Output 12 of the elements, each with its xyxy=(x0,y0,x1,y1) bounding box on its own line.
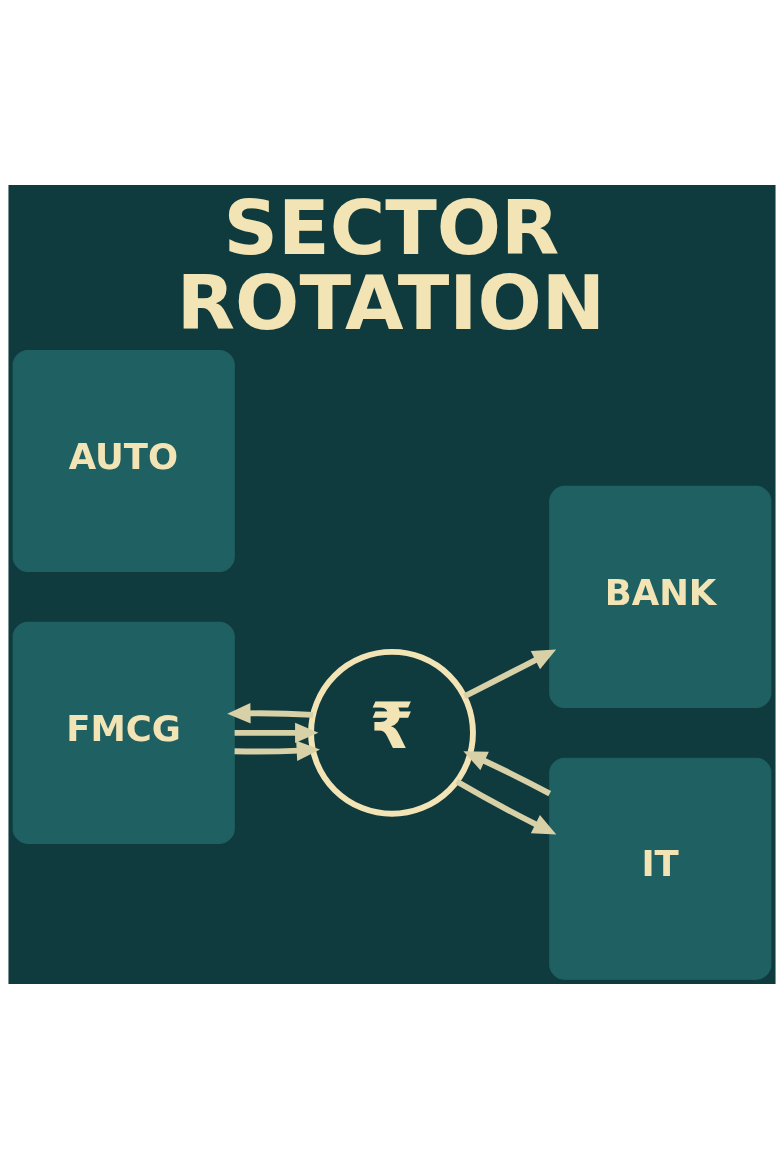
node-box: IT xyxy=(549,757,772,980)
arrow xyxy=(455,778,557,834)
arrow xyxy=(227,702,314,724)
arrow xyxy=(463,649,557,699)
arrow xyxy=(463,750,552,796)
node-box: AUTO xyxy=(12,349,235,572)
node-box: FMCG xyxy=(12,621,235,844)
arrow xyxy=(234,722,319,743)
arrow xyxy=(234,740,320,761)
node-circle: ₹ xyxy=(308,648,476,817)
diagram-title: SECTOR ROTATION xyxy=(176,183,606,347)
node-box: BANK xyxy=(549,485,772,708)
